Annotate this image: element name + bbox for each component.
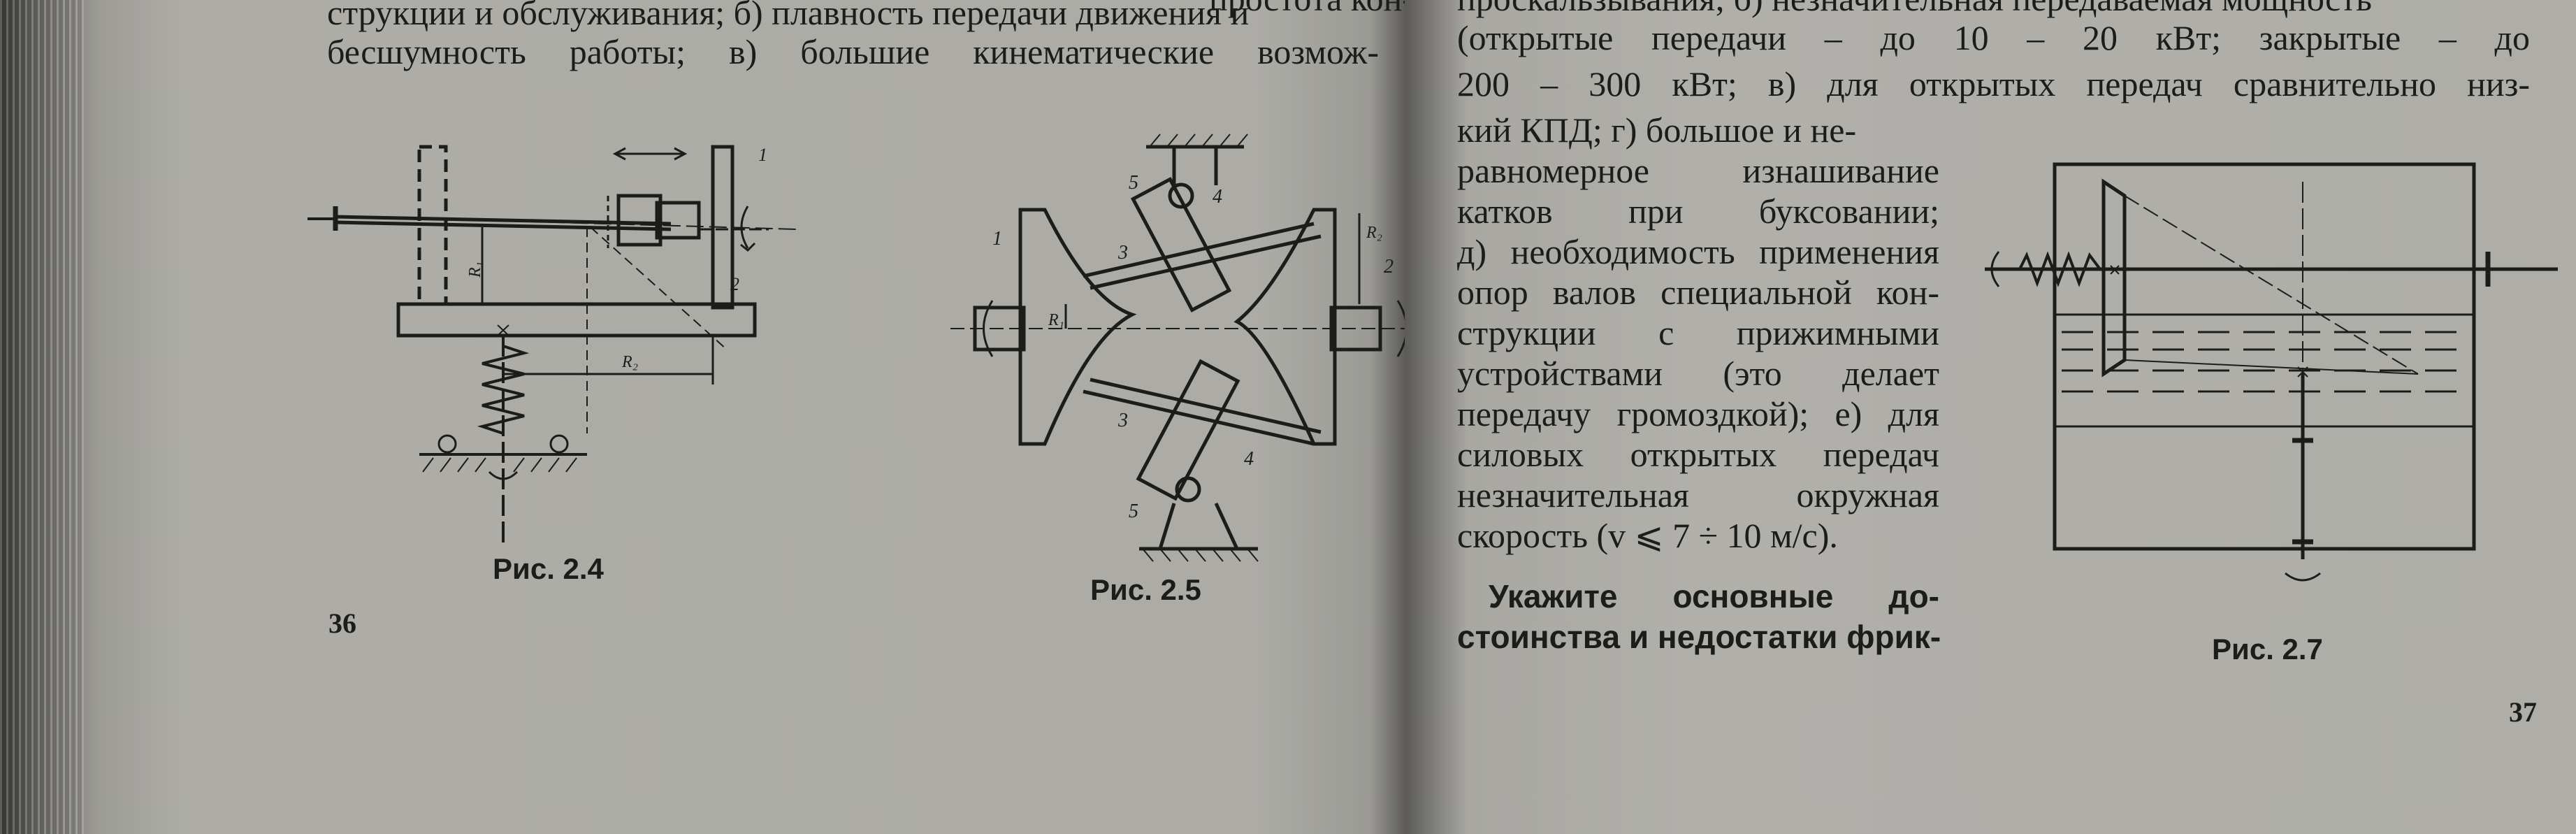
svg-text:2: 2 [730,274,739,294]
figure-2-5: 1 2 3 3 4 4 5 5 R₁ R₂ [950,134,1405,562]
question-line-1: Укажите основные до- [1489,578,1939,614]
col-line-5: опор валов специальной кон- [1457,273,1939,312]
svg-text:R₁: R₁ [466,261,484,278]
caption-fig-2-5: Рис. 2.5 [1090,573,1201,606]
right-page: проскальзывания; б) незначительная перед… [1405,0,2576,834]
svg-text:R₁: R₁ [1048,311,1064,329]
left-page: простота кон- струкции и обслуживания; б… [0,0,1405,834]
caption-fig-2-7: Рис. 2.7 [2212,633,2323,666]
left-line-1: струкции и обслуживания; б) плавность пе… [327,0,1250,32]
page-stack-edge [0,0,84,834]
figure-2-4: 1 2 R₁ R₂ [307,145,797,545]
svg-text:3: 3 [1117,410,1128,431]
right-line-1: проскальзывания; б) незначительная перед… [1457,0,2372,18]
right-line-3: 200 – 300 кВт; в) для открытых передач с… [1457,64,2530,103]
svg-text:3: 3 [1117,242,1128,264]
col-line-6: струкции с прижимными [1457,313,1939,352]
svg-text:2: 2 [1384,256,1394,278]
col-line-11: скорость (v ⩽ 7 ÷ 10 м/с). [1457,516,1838,555]
svg-text:R₂: R₂ [621,353,638,371]
svg-text:R₂: R₂ [1366,224,1382,242]
col-line-1: кий КПД; г) большое и не- [1457,110,1857,150]
col-line-10: незначительная окружная [1457,475,1939,515]
svg-text:1: 1 [758,145,767,165]
svg-text:4: 4 [1213,186,1222,208]
svg-text:4: 4 [1244,448,1254,470]
question-line-2: стоинства и недостатки фрик- [1457,619,1941,655]
svg-text:5: 5 [1129,501,1138,522]
right-line-2: (открытые передачи – до 10 – 20 кВт; зак… [1457,18,2530,57]
right-page-number: 37 [2509,696,2537,728]
col-line-8: передачу громоздкой); е) для [1457,394,1939,433]
left-page-number: 36 [328,607,356,639]
left-line-2: бесшумность работы; в) большие кинематич… [327,32,1379,71]
col-line-3: катков при буксовании; [1457,192,1939,231]
caption-fig-2-4: Рис. 2.4 [493,552,604,585]
col-line-2: равномерное изнашивание [1457,151,1939,190]
col-line-9: силовых открытых передач [1457,435,1939,474]
figure-2-7 [1985,162,2558,582]
col-line-7: устройствами (это делает [1457,354,1939,393]
svg-text:5: 5 [1129,172,1138,194]
svg-text:1: 1 [992,228,1002,250]
left-top-fragment: простота кон- [1209,0,1405,18]
col-line-4: д) необходимость применения [1457,232,1939,271]
